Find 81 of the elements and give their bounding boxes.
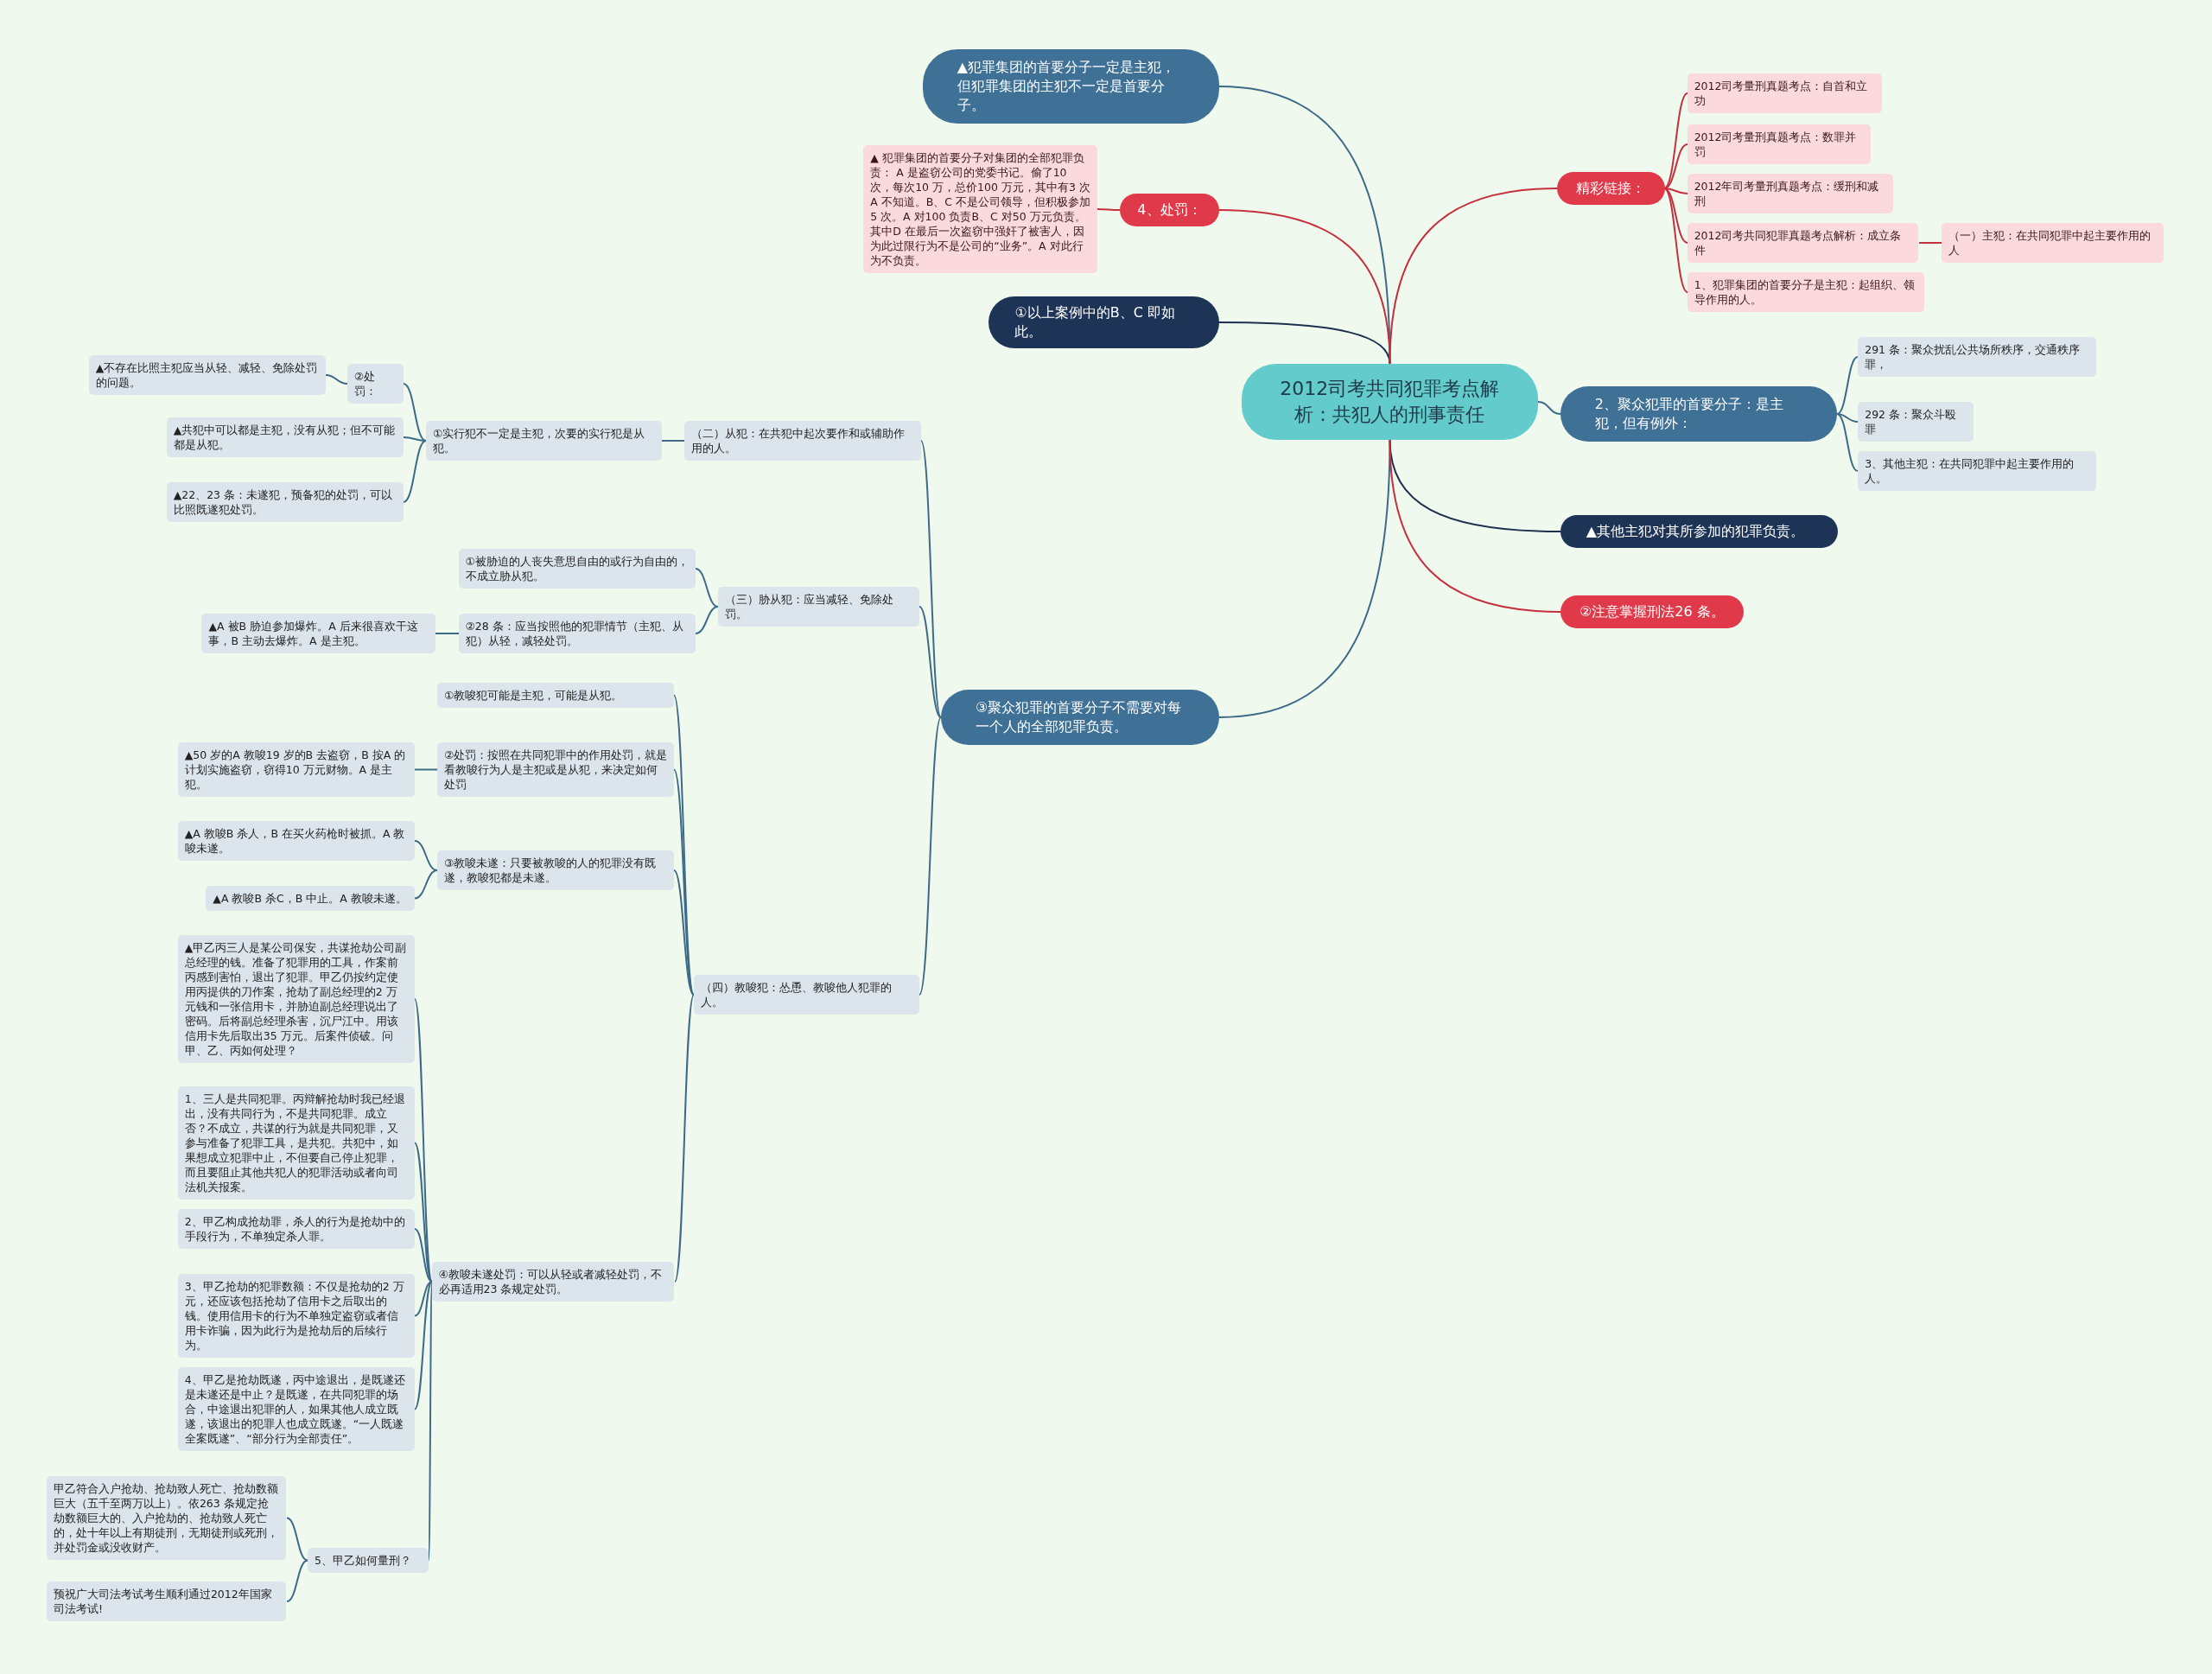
note-card: 5、甲乙如何量刑？ bbox=[307, 1548, 429, 1573]
note-card: 2012司考共同犯罪真题考点解析：成立条件 bbox=[1687, 222, 1919, 263]
connector-line bbox=[414, 840, 438, 871]
note-card: ▲甲乙丙三人是某公司保安，共谋抢劫公司副总经理的钱。准备了犯罪用的工具，作案前丙感到害怕，退出了犯罪。甲乙仍按约定使用丙提供的刀作案，抢劫了副总经理的2 万元钱和一张信用卡，并胁迫副总经理说出了密码。后将副总经理杀害，沉尸江中。用该信用卡先后取出35 万元。后案件侦破。问甲、乙、丙如何处理？ bbox=[177, 935, 415, 1064]
note-card: ②处罚：按照在共同犯罪中的作用处罚，就是看教唆行为人是主犯或是从犯，来决定如何处罚 bbox=[437, 742, 675, 797]
connector-line bbox=[414, 1281, 433, 1410]
note-card: 3、其他主犯：在共同犯罪中起主要作用的人。 bbox=[1858, 451, 2097, 492]
connector-line bbox=[286, 1517, 308, 1562]
note-card: ▲50 岁的A 教唆19 岁的B 去盗窃，B 按A 的计划实施盗窃，窃得10 万元财物。A 是主犯。 bbox=[177, 742, 415, 797]
note-card: ▲ 犯罪集团的首要分子对集团的全部犯罪负责： A 是盗窃公司的党委书记。偷了10 次，每次10 万，总价100 万元，其中有3 次A 不知道。B、C 不是公司领导，但积极参加5 次。A 对100 负责B、C 对50 万元负责。其中D 在最后一次盗窃中强奸了被害人，因为此过限行为不是公司的“业务”。A 对此行为不负责。 bbox=[863, 145, 1098, 274]
connector-line bbox=[661, 440, 685, 442]
note-card: ▲不存在比照主犯应当从轻、减轻、免除处罚的问题。 bbox=[88, 355, 327, 396]
connector-line bbox=[918, 716, 942, 996]
connector-line bbox=[325, 374, 348, 385]
connector-line bbox=[403, 440, 427, 503]
note-card: 291 条：聚众扰乱公共场所秩序，交通秩序罪， bbox=[1858, 337, 2097, 378]
connector-line bbox=[403, 436, 427, 442]
connector-line bbox=[414, 869, 438, 900]
connector-line bbox=[1836, 413, 1859, 472]
topic-pill: ②注意掌握刑法26 条。 bbox=[1560, 595, 1744, 628]
note-card: ①被胁迫的人丧失意思自由的或行为自由的，不成立胁从犯。 bbox=[458, 549, 696, 589]
connector-line bbox=[1663, 188, 1688, 293]
note-card: （三）胁从犯：应当减轻、免除处罚。 bbox=[718, 587, 920, 627]
topic-pill: ▲其他主犯对其所参加的犯罪负责。 bbox=[1560, 514, 1839, 548]
connector-line bbox=[1217, 321, 1391, 365]
connector-line bbox=[403, 383, 427, 442]
connector-line bbox=[918, 606, 942, 718]
note-card: ③教唆未遂：只要被教唆的人的犯罪没有既遂，教唆犯都是未遂。 bbox=[437, 850, 675, 891]
connector-line bbox=[1836, 413, 1859, 423]
topic-pill: ③聚众犯罪的首要分子不需要对每一个人的全部犯罪负责。 bbox=[940, 690, 1219, 746]
note-card: ②处罚： bbox=[346, 364, 404, 404]
connector-line bbox=[1836, 356, 1859, 415]
connector-line bbox=[414, 1142, 433, 1283]
connector-line bbox=[1537, 401, 1561, 415]
note-card: ①教唆犯可能是主犯，可能是从犯。 bbox=[437, 683, 675, 709]
topic-pill: 2、聚众犯罪的首要分子：是主犯，但有例外： bbox=[1560, 386, 1837, 442]
connector-line bbox=[695, 606, 719, 634]
note-card: ▲22、23 条：未遂犯，预备犯的处罚，可以比照既遂犯处罚。 bbox=[166, 482, 404, 523]
note-card: 292 条：聚众斗殴罪 bbox=[1858, 402, 1974, 442]
note-card: 2、甲乙构成抢劫罪，杀人的行为是抢劫中的手段行为，不单独定杀人罪。 bbox=[177, 1209, 415, 1250]
note-card: 2012司考量刑真题考点：数罪并罚 bbox=[1687, 124, 1871, 164]
note-card: 4、甲乙是抢劫既遂，丙中途退出，是既遂还是未遂还是中止？是既遂，在共同犯罪的场合，中途退出犯罪的人，如果其他人成立既遂，该退出的犯罪人也成立既遂。“一人既遂全案既遂”、“部分行为全部责任”。 bbox=[177, 1367, 415, 1452]
topic-pill: 4、处罚： bbox=[1120, 193, 1219, 226]
connector-line bbox=[1663, 143, 1688, 189]
topic-pill: ▲犯罪集团的首要分子一定是主犯，但犯罪集团的主犯不一定是首要分子。 bbox=[922, 49, 1219, 124]
note-card: 3、甲乙抢劫的犯罪数额：不仅是抢劫的2 万元，还应该包括抢劫了信用卡之后取出的钱。使用信用卡的行为不单独定盗窃或者信用卡诈骗，因为此行为是抢劫后的后续行为。 bbox=[177, 1274, 415, 1359]
note-card: 1、三人是共同犯罪。丙辩解抢劫时我已经退出，没有共同行为，不是共同犯罪。成立否？不成立，共谋的行为就是共同犯罪，又参与准备了犯罪工具，是共犯。共犯中，如果想成立犯罪中止，不但要自己停止犯罪，而且要阻止其他共犯人的犯罪活动或者向司法机关报案。 bbox=[177, 1086, 415, 1200]
note-card: 1、犯罪集团的首要分子是主犯：起组织、领导作用的人。 bbox=[1687, 272, 1924, 313]
note-card: ▲A 教唆B 杀人，B 在买火药枪时被抓。A 教唆未遂。 bbox=[177, 821, 415, 862]
note-card: 预祝广大司法考试考生顺利通过2012年国家司法考试! bbox=[46, 1582, 287, 1622]
connector-line bbox=[695, 568, 719, 608]
note-card: 2012司考量刑真题考点：自首和立功 bbox=[1687, 73, 1882, 113]
connector-line bbox=[674, 994, 695, 1283]
note-card: ▲A 教唆B 杀C，B 中止。A 教唆未遂。 bbox=[206, 886, 415, 912]
connector-line bbox=[1663, 92, 1688, 189]
note-card: ②28 条：应当按照他的犯罪情节（主犯、从犯）从轻，减轻处罚。 bbox=[458, 614, 696, 654]
connector-line bbox=[414, 1228, 433, 1283]
connector-line bbox=[414, 1281, 433, 1317]
connector-line bbox=[414, 768, 438, 771]
connector-line bbox=[673, 694, 695, 996]
note-card: 2012年司考量刑真题考点：缓刑和减刑 bbox=[1687, 173, 1893, 213]
note-card: （四）教唆犯：怂恿、教唆他人犯罪的人。 bbox=[694, 975, 920, 1015]
connector-line bbox=[1218, 439, 1391, 718]
central-topic: 2012司考共同犯罪考点解析：共犯人的刑事责任 bbox=[1241, 364, 1538, 441]
topic-pill: ①以上案例中的B、C 即如此。 bbox=[988, 296, 1219, 348]
connector-line bbox=[1389, 188, 1558, 365]
note-card: ①实行犯不一定是主犯，次要的实行犯是从犯。 bbox=[426, 420, 662, 461]
note-card: 甲乙符合入户抢劫、抢劫致人死亡、抢劫数额巨大（五千至两万以上）。依263 条规定抢劫数额巨大的、入户抢劫的、抢劫致人死亡的，处十年以上有期徒刑，无期徒刑或死刑，并处罚金或没收财产。 bbox=[46, 1475, 287, 1560]
note-card: ▲A 被B 胁迫参加爆炸。A 后来很喜欢干这事，B 主动去爆炸。A 是主犯。 bbox=[201, 614, 436, 654]
connector-line bbox=[673, 869, 695, 996]
connector-line bbox=[435, 633, 460, 634]
note-card: ④教唆未遂处罚：可以从轻或者减轻处罚，不必再适用23 条规定处罚。 bbox=[431, 1261, 675, 1302]
note-card: ▲共犯中可以都是主犯，没有从犯；但不可能都是从犯。 bbox=[166, 417, 404, 458]
connector-line bbox=[1389, 439, 1561, 613]
connector-line bbox=[920, 440, 942, 718]
connector-line bbox=[1918, 242, 1942, 244]
connector-line bbox=[286, 1559, 308, 1602]
topic-pill: 精彩链接： bbox=[1557, 172, 1665, 206]
note-card: （一）主犯：在共同犯罪中起主要作用的人 bbox=[1941, 222, 2164, 263]
note-card: （二）从犯：在共犯中起次要作和或辅助作用的人。 bbox=[683, 420, 922, 461]
connector-line bbox=[1096, 208, 1121, 211]
